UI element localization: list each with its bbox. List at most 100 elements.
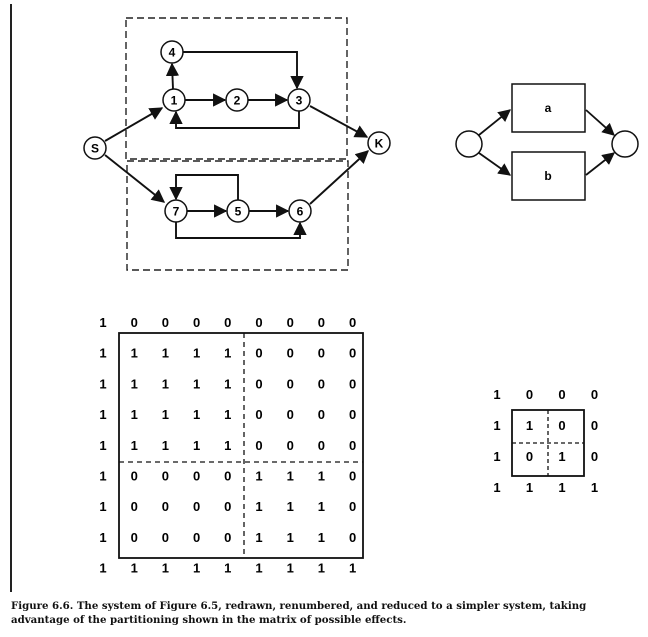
big-matrix-cell-0-8: 0 [349, 315, 356, 330]
reduced-edge-source-b [478, 152, 512, 176]
big-matrix-cell-6-5: 1 [255, 499, 262, 514]
small-matrix-cell-1-1: 1 [526, 418, 533, 433]
big-matrix-cell-6-4: 0 [224, 499, 231, 514]
big-matrix-cell-2-1: 1 [131, 376, 138, 391]
big-matrix-cell-0-6: 0 [287, 315, 294, 330]
big-matrix-cell-3-6: 0 [287, 407, 294, 422]
big-matrix-cell-2-4: 1 [224, 376, 231, 391]
node-7-circle [164, 199, 188, 223]
big-matrix-cell-2-7: 0 [318, 376, 325, 391]
reduced-block-b [511, 151, 586, 201]
big-matrix-cell-5-5: 1 [255, 469, 262, 484]
big-matrix-cell-4-2: 1 [162, 438, 169, 453]
big-matrix-cell-6-0: 1 [99, 499, 106, 514]
big-matrix-cell-5-3: 0 [193, 469, 200, 484]
big-matrix-cell-4-1: 1 [131, 438, 138, 453]
big-matrix-cell-8-7: 1 [318, 561, 325, 576]
big-matrix-cell-3-0: 1 [99, 407, 106, 422]
small-matrix-cell-3-3: 1 [591, 480, 598, 495]
big-matrix-cell-4-4: 1 [224, 438, 231, 453]
node-3-label: 3 [296, 94, 303, 108]
big-matrix-cell-7-2: 0 [162, 530, 169, 545]
big-matrix-cell-0-4: 0 [224, 315, 231, 330]
partition-box-upper [125, 17, 348, 160]
edge-S-1 [104, 107, 164, 142]
big-matrix-cell-3-4: 1 [224, 407, 231, 422]
big-matrix-cell-0-0: 1 [99, 315, 106, 330]
big-matrix: 1 0 0 0 0 0 0 0 0 1 1 1 1 1 0 0 0 0 1 1 1 1 1 0 0 0 0 1 1 1 1 1 0 0 0 0 1 1 1 1… [99, 315, 356, 576]
node-S-circle [83, 136, 107, 160]
big-matrix-frame [118, 332, 364, 559]
big-matrix-cell-2-3: 1 [193, 376, 200, 391]
reduced-block-b-label: b [544, 169, 551, 183]
big-matrix-cell-6-3: 0 [193, 499, 200, 514]
big-matrix-cell-7-7: 1 [318, 530, 325, 545]
big-matrix-cell-5-2: 0 [162, 469, 169, 484]
small-matrix-cell-1-0: 1 [493, 418, 500, 433]
big-matrix-cell-8-4: 1 [224, 561, 231, 576]
node-4-circle [160, 40, 184, 64]
big-matrix-cell-1-6: 0 [287, 346, 294, 361]
big-matrix-cell-6-6: 1 [287, 499, 294, 514]
big-matrix-cell-5-4: 0 [224, 469, 231, 484]
big-matrix-cell-4-5: 0 [255, 438, 262, 453]
big-matrix-cell-7-1: 0 [131, 530, 138, 545]
big-matrix-cell-6-8: 0 [349, 499, 356, 514]
big-matrix-cell-4-7: 0 [318, 438, 325, 453]
reduced-block-a-label: a [545, 101, 552, 115]
big-matrix-cell-6-7: 1 [318, 499, 325, 514]
big-matrix-cell-4-8: 0 [349, 438, 356, 453]
edge-S-7 [104, 154, 166, 203]
big-matrix-cell-2-8: 0 [349, 376, 356, 391]
small-matrix-cell-3-2: 1 [558, 480, 565, 495]
big-matrix-cell-8-5: 1 [255, 561, 262, 576]
node-1-circle [162, 88, 186, 112]
node-7-label: 7 [173, 205, 180, 219]
reduced-edge-b-sink [585, 152, 615, 176]
big-matrix-cell-8-8: 1 [349, 561, 356, 576]
partition-box-lower [126, 160, 349, 271]
big-matrix-cell-8-0: 1 [99, 561, 106, 576]
small-matrix-cell-0-3: 0 [591, 387, 598, 402]
node-4-label: 4 [169, 46, 176, 60]
big-matrix-cell-3-5: 0 [255, 407, 262, 422]
big-matrix-cell-6-1: 0 [131, 499, 138, 514]
big-matrix-cell-0-2: 0 [162, 315, 169, 330]
node-5-label: 5 [235, 205, 242, 219]
big-matrix-cell-3-7: 0 [318, 407, 325, 422]
big-matrix-cell-3-2: 1 [162, 407, 169, 422]
edge-1-4 [165, 62, 180, 90]
big-matrix-cell-1-5: 0 [255, 346, 262, 361]
big-matrix-cell-8-1: 1 [131, 561, 138, 576]
big-matrix-cell-4-3: 1 [193, 438, 200, 453]
node-K-label: K [375, 137, 384, 151]
reduced-system: a b [455, 83, 639, 201]
node-S-label: S [91, 142, 99, 156]
node-5-circle [226, 199, 250, 223]
node-2-label: 2 [234, 94, 241, 108]
big-matrix-cell-7-5: 1 [255, 530, 262, 545]
big-matrix-cell-5-6: 1 [287, 469, 294, 484]
edge-6-K [309, 150, 369, 205]
small-matrix-cell-3-1: 1 [526, 480, 533, 495]
edge-3-K [309, 105, 369, 138]
graph-edges [104, 51, 369, 239]
big-matrix-cell-2-0: 1 [99, 376, 106, 391]
node-1-label: 1 [171, 94, 178, 108]
big-matrix-cell-1-7: 0 [318, 346, 325, 361]
big-matrix-cell-8-3: 1 [193, 561, 200, 576]
big-matrix-cell-0-1: 0 [131, 315, 138, 330]
edge-3-1 [169, 110, 300, 129]
reduced-edge-a-sink [585, 109, 615, 136]
figure-caption: Figure 6.6. The system of Figure 6.5, re… [11, 600, 587, 626]
node-6-circle [288, 199, 312, 223]
big-matrix-cell-4-0: 1 [99, 438, 106, 453]
big-matrix-cell-3-3: 1 [193, 407, 200, 422]
big-matrix-cell-0-5: 0 [255, 315, 262, 330]
small-matrix-cell-3-0: 1 [493, 480, 500, 495]
small-matrix-cell-2-2: 1 [558, 449, 565, 464]
big-matrix-cell-5-1: 0 [131, 469, 138, 484]
